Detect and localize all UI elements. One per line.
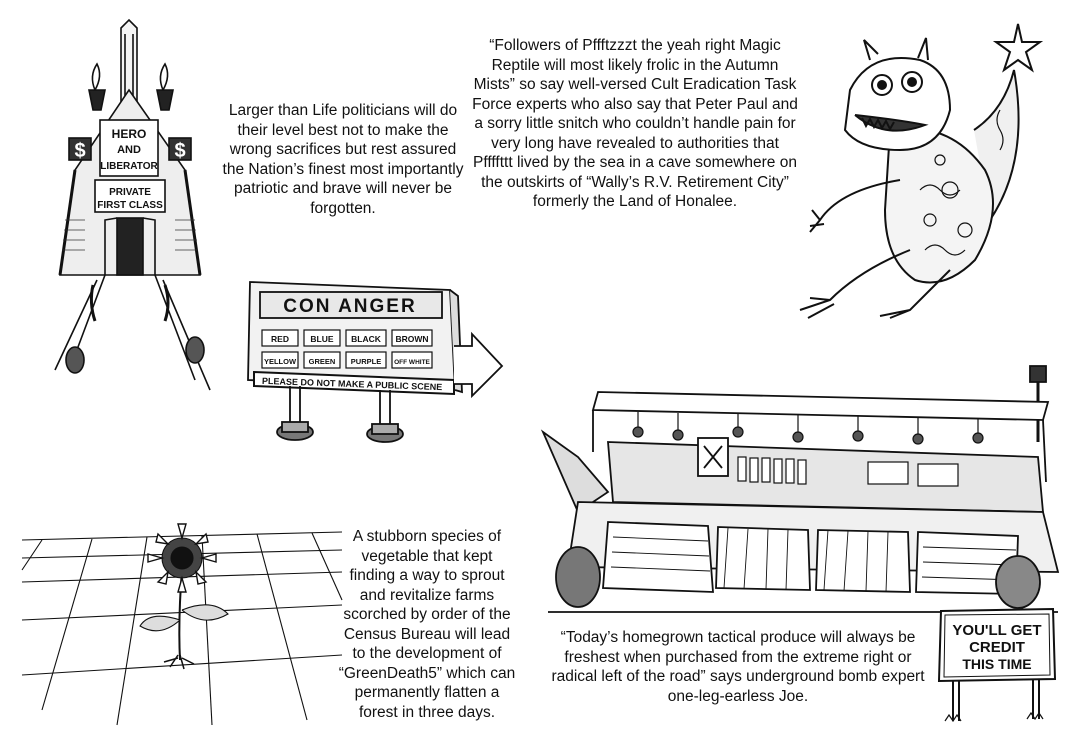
produce-stand-drawing	[540, 365, 1060, 613]
color-brown: BROWN	[395, 334, 428, 344]
color-yellow: YELLOW	[264, 357, 297, 366]
plaque-line-1: HERO	[112, 127, 147, 141]
dollar-sign-right: $	[174, 140, 185, 162]
sign-line-1: YOU'LL GET	[952, 622, 1041, 639]
plaque-line-3: LIBERATOR	[100, 161, 158, 172]
caption-vegetable: A stubborn species of vegetable that kep…	[338, 528, 516, 721]
caption-politicians: Larger than Life politicians will do the…	[222, 102, 464, 217]
lower-plaque-line-1: PRIVATE	[109, 187, 151, 198]
lower-plaque-line-2: FIRST CLASS	[97, 200, 163, 211]
color-blue: BLUE	[310, 334, 333, 344]
color-purple: PURPLE	[351, 357, 381, 366]
color-off-white: OFF WHITE	[394, 359, 430, 366]
sign-drawing: YOU'LL GET CREDIT THIS TIME	[937, 607, 1057, 723]
monument-drawing: HERO AND LIBERATOR PRIVATE FIRST CLASS $…	[54, 18, 211, 391]
sign-line-2: CREDIT	[969, 639, 1025, 656]
dollar-sign-left: $	[74, 140, 85, 162]
color-green: GREEN	[309, 357, 336, 366]
color-black: BLACK	[351, 334, 382, 344]
flower-drawing	[21, 523, 343, 726]
sign-line-3: THIS TIME	[962, 656, 1031, 672]
dragon-drawing	[799, 23, 1044, 319]
caption-reptile: “Followers of Pffftzzzt the yeah right M…	[472, 37, 798, 210]
plaque-line-2: AND	[117, 144, 141, 156]
billboard-title: CON ANGER	[283, 296, 416, 317]
color-red: RED	[271, 334, 289, 344]
caption-produce: “Today’s homegrown tactical produce will…	[551, 629, 925, 705]
billboard-drawing: CON ANGER RED BLUE BLACK BROWN YELLOW GR…	[247, 281, 504, 443]
